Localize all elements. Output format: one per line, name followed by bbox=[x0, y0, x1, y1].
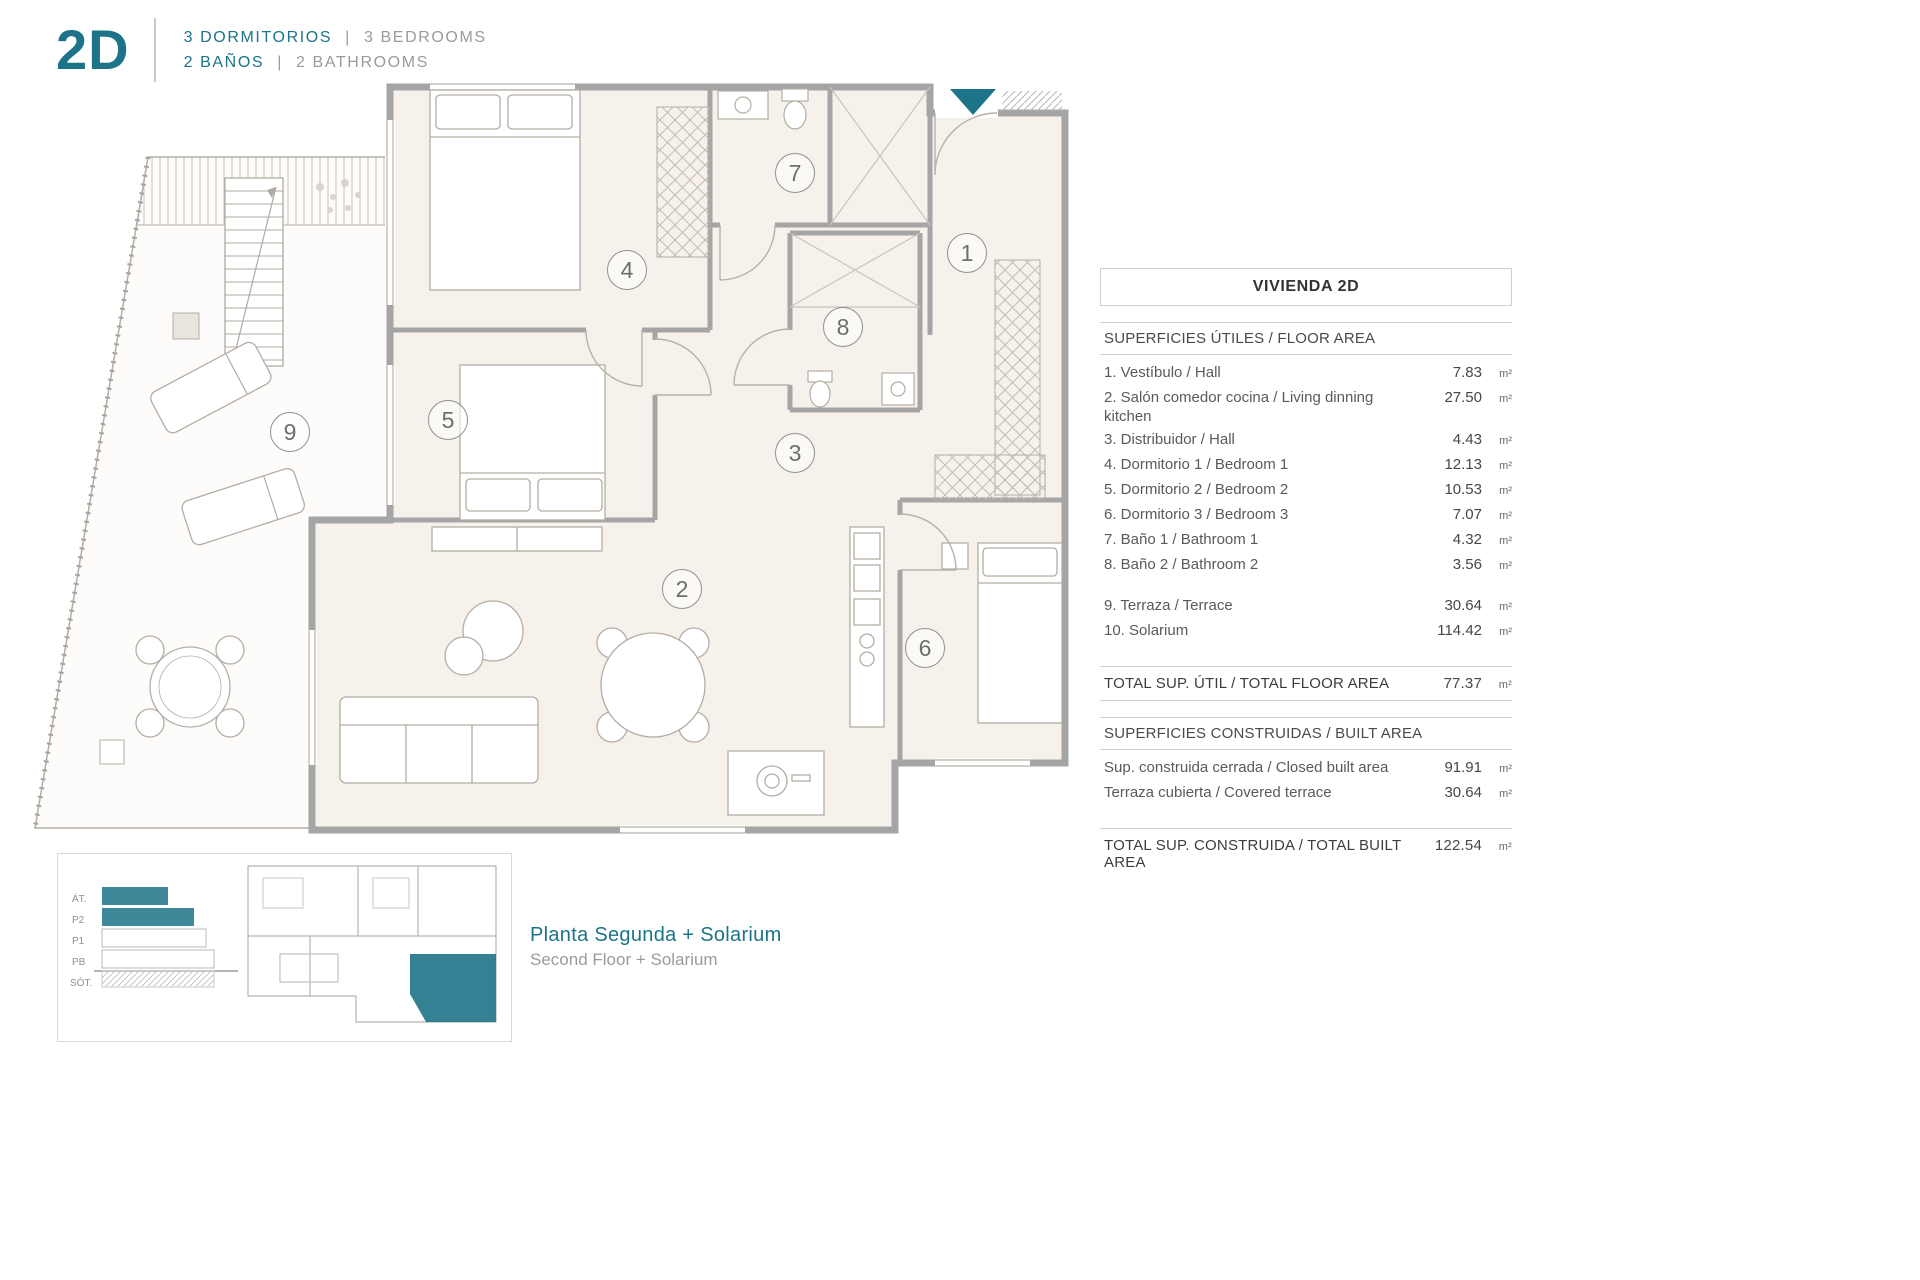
header-divider bbox=[153, 18, 156, 82]
doors bbox=[585, 112, 998, 571]
living-furniture bbox=[339, 526, 885, 816]
terrace-railing bbox=[32, 156, 151, 829]
gravel bbox=[316, 179, 361, 213]
total-floor-area-row: TOTAL SUP. ÚTIL / TOTAL FLOOR AREA 77.37… bbox=[1100, 666, 1512, 701]
terrace bbox=[32, 156, 391, 829]
area-row: 5. Dormitorio 2 / Bedroom 2 10.53 m² bbox=[1104, 481, 1512, 498]
windows bbox=[307, 82, 1030, 835]
floor-area-heading: SUPERFICIES ÚTILES / FLOOR AREA bbox=[1100, 322, 1512, 355]
location-drawing: ÁT. P2 P1 PB SÓT. bbox=[70, 865, 497, 1023]
area-label: 1. Vestíbulo / Hall bbox=[1104, 364, 1221, 381]
floor-label: SÓT. bbox=[70, 976, 92, 989]
built-area-rows: Sup. construida cerrada / Closed built a… bbox=[1100, 750, 1512, 806]
bath-fixtures bbox=[717, 88, 915, 408]
floor-label: PB bbox=[72, 957, 86, 968]
highlighted-floor bbox=[102, 887, 168, 905]
showers bbox=[789, 86, 931, 308]
planter bbox=[99, 739, 125, 765]
area-row: 3. Distribuidor / Hall 4.43 m² bbox=[1104, 431, 1512, 448]
highlighted-unit bbox=[410, 954, 496, 1022]
dining-table bbox=[600, 632, 706, 738]
area-row: 7. Baño 1 / Bathroom 1 4.32 m² bbox=[1104, 531, 1512, 548]
area-row: Terraza cubierta / Covered terrace 30.64… bbox=[1104, 784, 1512, 801]
room-number-8: 8 bbox=[823, 307, 863, 347]
bedrooms-es: 3 DORMITORIOS bbox=[183, 28, 333, 46]
area-row: 1. Vestíbulo / Hall 7.83 m² bbox=[1100, 361, 1512, 386]
room-number-3: 3 bbox=[775, 433, 815, 473]
area-unit: m² bbox=[1499, 368, 1512, 380]
room-number-4: 4 bbox=[607, 250, 647, 290]
location-diagrams: ÁT. P2 P1 PB SÓT. bbox=[57, 853, 512, 1042]
caption-secondary: Second Floor + Solarium bbox=[530, 950, 718, 969]
room-number-1: 1 bbox=[947, 233, 987, 273]
floor-plan: 1 2 3 4 5 6 7 8 9 bbox=[30, 75, 1080, 845]
separator: | bbox=[345, 28, 351, 46]
separator: | bbox=[277, 53, 283, 71]
kitchen-unit bbox=[849, 526, 885, 728]
areas-table: VIVIENDA 2D SUPERFICIES ÚTILES / FLOOR A… bbox=[1100, 268, 1512, 879]
room-number-2: 2 bbox=[662, 569, 702, 609]
bathrooms-en: 2 BATHROOMS bbox=[296, 53, 429, 71]
sun-lounger bbox=[181, 467, 306, 546]
stairs-arrow-icon bbox=[267, 187, 276, 198]
room-number-7: 7 bbox=[775, 153, 815, 193]
sofa bbox=[339, 696, 539, 784]
kitchen-sink bbox=[727, 750, 825, 816]
area-row: 4. Dormitorio 1 / Bedroom 1 12.13 m² bbox=[1104, 456, 1512, 473]
area-row: Sup. construida cerrada / Closed built a… bbox=[1104, 759, 1512, 776]
entrance-arrow-icon bbox=[950, 89, 996, 115]
planter bbox=[172, 312, 200, 340]
bedroom-furniture bbox=[429, 89, 1063, 724]
room-number-5: 5 bbox=[428, 400, 468, 440]
highlighted-floor bbox=[102, 908, 194, 926]
table-title: VIVIENDA 2D bbox=[1100, 268, 1512, 306]
stairs bbox=[224, 177, 284, 367]
area-row: 8. Baño 2 / Bathroom 2 3.56 m² bbox=[1104, 556, 1512, 573]
sun-lounger bbox=[150, 341, 272, 434]
area-row: 2. Salón comedor cocina / Living dinning… bbox=[1104, 389, 1512, 425]
header-lines: 3 DORMITORIOS | 3 BEDROOMS 2 BAÑOS | 2 B… bbox=[184, 29, 487, 72]
bathrooms-es: 2 BAÑOS bbox=[183, 53, 265, 71]
caption: Planta Segunda + Solarium Second Floor +… bbox=[530, 924, 782, 970]
floor-plan-drawing bbox=[32, 82, 1069, 835]
area-row: 9. Terraza / Terrace 30.64 m² bbox=[1104, 597, 1512, 614]
room-number-9: 9 bbox=[270, 412, 310, 452]
bedrooms-en: 3 BEDROOMS bbox=[363, 28, 487, 46]
entry-hatch bbox=[1002, 91, 1062, 111]
room-number-6: 6 bbox=[905, 628, 945, 668]
building-section: ÁT. P2 P1 PB SÓT. bbox=[70, 887, 238, 989]
bathrooms-line: 2 BAÑOS | 2 BATHROOMS bbox=[184, 54, 487, 72]
area-row: 6. Dormitorio 3 / Bedroom 3 7.07 m² bbox=[1104, 506, 1512, 523]
area-row: 10. Solarium 114.42 m² bbox=[1104, 622, 1512, 639]
total-built-area-row: TOTAL SUP. CONSTRUIDA / TOTAL BUILT AREA… bbox=[1100, 828, 1512, 879]
outdoor-table-set bbox=[135, 635, 245, 738]
header: 2D 3 DORMITORIOS | 3 BEDROOMS 2 BAÑOS | … bbox=[56, 18, 487, 82]
floor-label: P2 bbox=[72, 915, 85, 926]
floor-area-rows: 1. Vestíbulo / Hall 7.83 m² 2. Salón com… bbox=[1100, 355, 1512, 644]
unit-code: 2D bbox=[56, 18, 130, 81]
floor-label: P1 bbox=[72, 936, 85, 947]
wardrobes bbox=[656, 106, 1046, 501]
area-value: 7.83 bbox=[1452, 364, 1482, 381]
built-area-heading: SUPERFICIES CONSTRUIDAS / BUILT AREA bbox=[1100, 717, 1512, 750]
site-plan bbox=[247, 865, 497, 1023]
caption-primary: Planta Segunda + Solarium bbox=[530, 924, 782, 946]
floor-label: ÁT. bbox=[72, 892, 86, 905]
bedrooms-line: 3 DORMITORIOS | 3 BEDROOMS bbox=[184, 29, 487, 47]
